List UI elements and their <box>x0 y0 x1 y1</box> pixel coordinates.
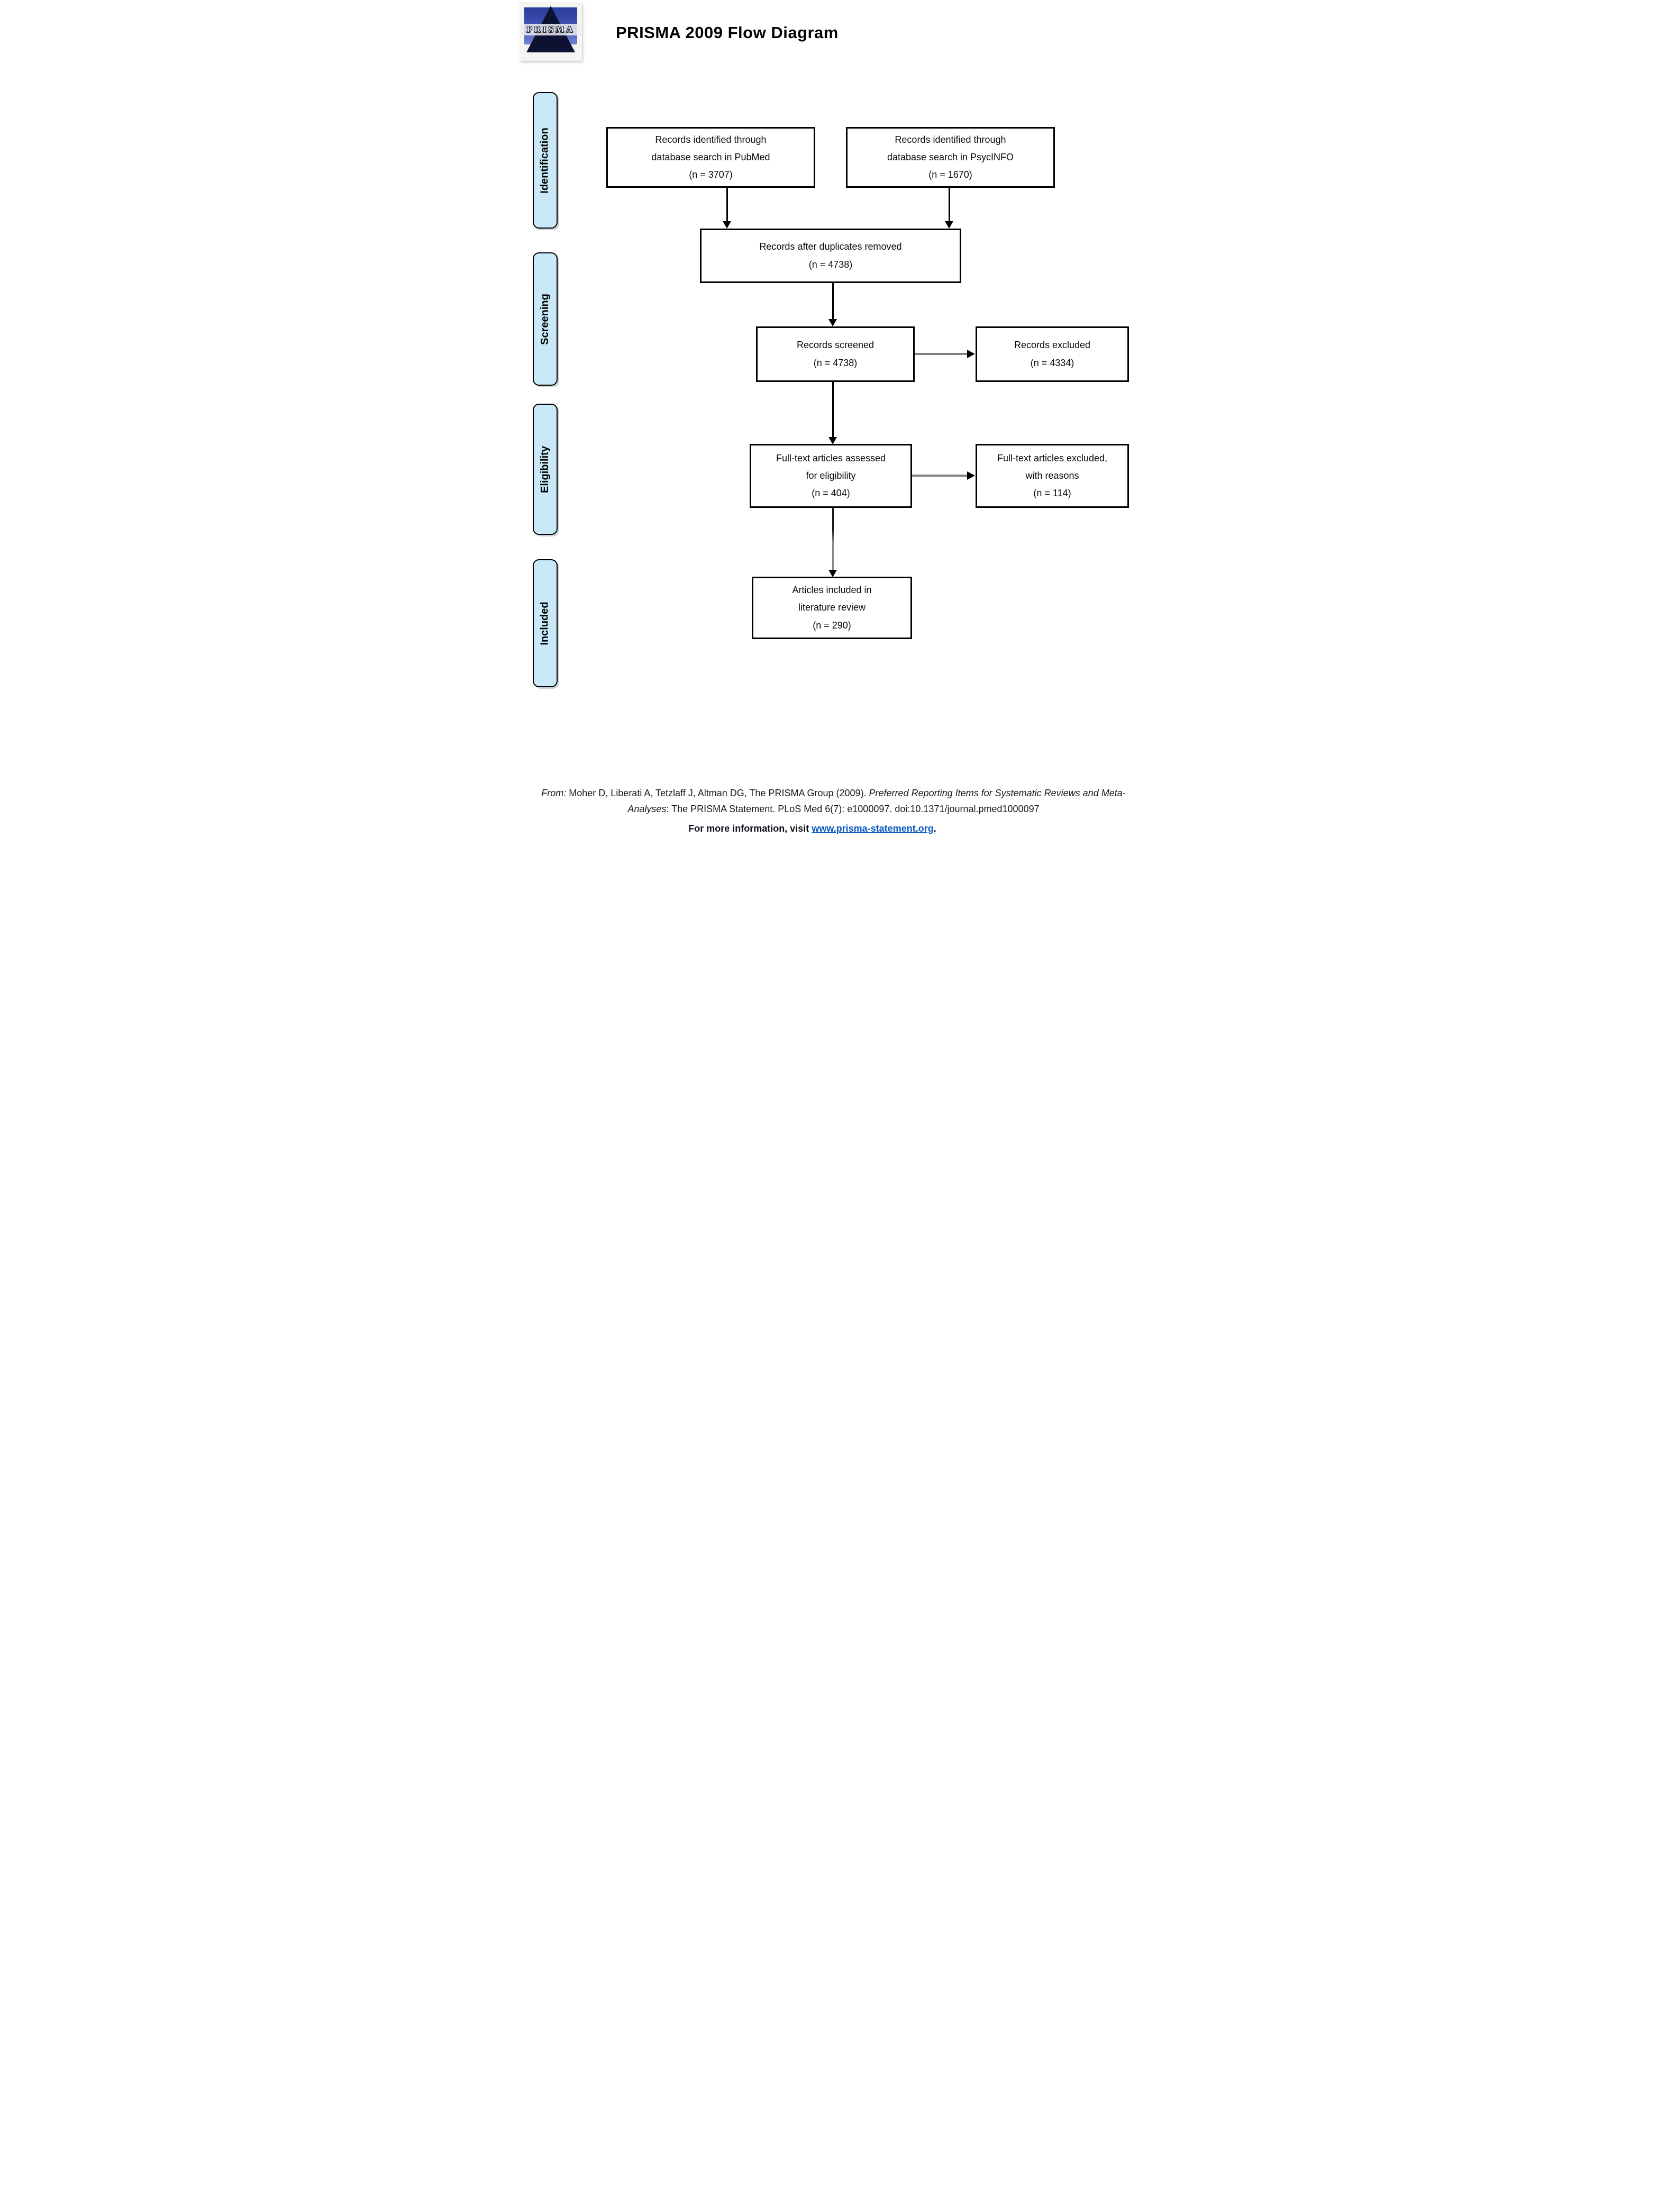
citation-title-part2: Analyses <box>627 804 667 814</box>
arrow-screened-to-excluded-head-icon <box>967 350 975 358</box>
arrow-screened-to-excluded-line <box>915 353 967 355</box>
arrow-screened-to-fulltext-line <box>832 382 834 437</box>
stage-screening: Screening <box>533 252 558 386</box>
stage-included: Included <box>533 559 558 687</box>
stage-screening-label: Screening <box>539 293 551 345</box>
arrow-screened-to-fulltext-head-icon <box>828 437 837 444</box>
citation-from-label: From: <box>541 788 567 798</box>
box-fulltext-excluded: Full-text articles excluded, with reason… <box>976 444 1129 508</box>
prisma-logo: PRISMA <box>520 2 582 61</box>
more-info-suffix: . <box>933 823 936 834</box>
box-records-after-duplicates-removed: Records after duplicates removed (n = 47… <box>700 229 961 283</box>
arrow-fulltext-to-excluded-head-icon <box>967 471 975 480</box>
arrow-psycinfo-to-duplicates-line <box>949 188 950 221</box>
box-records-identified-pubmed-text: Records identified through database sear… <box>651 134 770 180</box>
citation-line-2: Analyses: The PRISMA Statement. PLoS Med… <box>515 801 1152 817</box>
stage-eligibility-label: Eligibility <box>539 445 551 493</box>
arrow-fulltext-to-excluded-line <box>912 475 967 477</box>
box-records-after-duplicates-removed-text: Records after duplicates removed (n = 47… <box>759 241 902 270</box>
arrow-pubmed-to-duplicates-line <box>726 188 728 221</box>
stage-eligibility: Eligibility <box>533 404 558 535</box>
box-fulltext-assessed: Full-text articles assessed for eligibil… <box>750 444 912 508</box>
arrow-fulltext-to-included-line <box>832 508 834 570</box>
citation: From: Moher D, Liberati A, Tetzlaff J, A… <box>515 785 1152 817</box>
prisma-logo-wordmark: PRISMA <box>521 24 581 36</box>
prisma-statement-link[interactable]: www.prisma-statement.org <box>812 823 934 834</box>
arrow-pubmed-to-duplicates-head-icon <box>723 221 731 229</box>
prisma-flow-diagram-page: PRISMA PRISMA 2009 Flow Diagram Identifi… <box>515 0 1152 844</box>
box-articles-included-text: Articles included in literature review (… <box>792 585 872 631</box>
citation-title-part1: Preferred Reporting Items for Systematic… <box>869 788 1126 798</box>
stage-included-label: Included <box>539 601 551 645</box>
box-records-identified-pubmed: Records identified through database sear… <box>606 127 815 188</box>
citation-authors: Moher D, Liberati A, Tetzlaff J, Altman … <box>566 788 869 798</box>
citation-line-1: From: Moher D, Liberati A, Tetzlaff J, A… <box>515 785 1152 801</box>
stage-identification-label: Identification <box>539 127 551 194</box>
more-info-prefix: For more information, visit <box>688 823 812 834</box>
box-records-identified-psycinfo: Records identified through database sear… <box>846 127 1055 188</box>
box-fulltext-excluded-text: Full-text articles excluded, with reason… <box>997 452 1108 499</box>
box-records-excluded-text: Records excluded (n = 4334) <box>1014 340 1091 368</box>
stage-identification: Identification <box>533 92 558 229</box>
arrow-fulltext-to-included-head-icon <box>828 570 837 577</box>
box-records-screened: Records screened (n = 4738) <box>756 326 915 382</box>
box-records-excluded: Records excluded (n = 4334) <box>976 326 1129 382</box>
page-title: PRISMA 2009 Flow Diagram <box>616 23 839 42</box>
more-info-line: For more information, visit www.prisma-s… <box>515 823 1109 834</box>
arrow-duplicates-to-screened-head-icon <box>828 319 837 326</box>
arrow-psycinfo-to-duplicates-head-icon <box>945 221 953 229</box>
box-records-screened-text: Records screened (n = 4738) <box>796 340 875 368</box>
arrow-duplicates-to-screened-line <box>832 283 834 319</box>
box-articles-included: Articles included in literature review (… <box>752 577 912 639</box>
box-records-identified-psycinfo-text: Records identified through database sear… <box>887 134 1014 180</box>
citation-rest: : The PRISMA Statement. PLoS Med 6(7): e… <box>666 804 1040 814</box>
box-fulltext-assessed-text: Full-text articles assessed for eligibil… <box>776 452 886 499</box>
